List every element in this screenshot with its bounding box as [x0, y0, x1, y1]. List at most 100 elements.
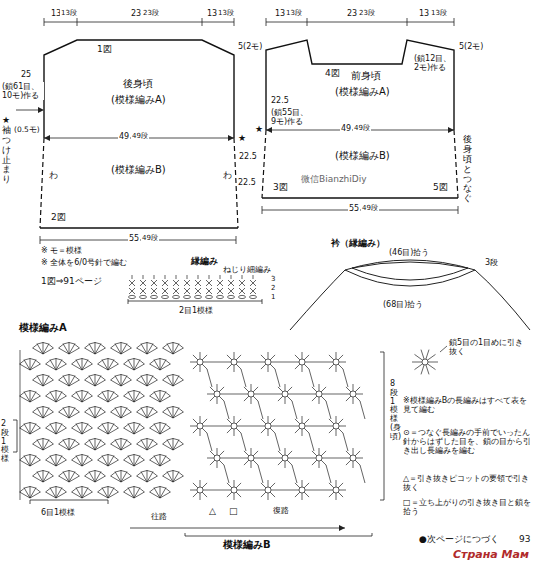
- chain-link: [241, 369, 246, 387]
- treble-stitch: [111, 348, 121, 354]
- treble-stitch: [30, 390, 31, 402]
- chain-link: [207, 433, 212, 451]
- treble-stitch: [193, 419, 198, 424]
- treble-stitch: [271, 362, 278, 363]
- dimension-label: 衿（縁編み）: [330, 238, 386, 248]
- treble-stitch: [46, 428, 56, 434]
- treble-stitch: [253, 396, 258, 401]
- treble-stitch: [82, 358, 83, 370]
- treble-stitch: [261, 364, 266, 369]
- treble-stitch: [134, 454, 135, 466]
- chain-stitch: [217, 295, 224, 298]
- treble-stitch: [108, 358, 109, 370]
- treble-stitch: [98, 428, 108, 434]
- treble-stitch: [287, 460, 292, 465]
- start-arrow: [16, 110, 40, 111]
- section-bracket: [185, 533, 372, 536]
- fan-arc: [163, 439, 184, 445]
- treble-stitch: [134, 392, 140, 402]
- treble-stitch: [305, 362, 312, 363]
- treble-stitch: [43, 406, 44, 418]
- treble-stitch: [33, 476, 43, 482]
- treble-stitch: [56, 454, 57, 466]
- single-crochet: [195, 288, 201, 294]
- treble-stitch: [46, 492, 56, 498]
- treble-stitch: [20, 396, 30, 402]
- twisted-single-crochet: [151, 280, 157, 286]
- fan-arc: [72, 423, 93, 429]
- fan-arc: [85, 375, 106, 381]
- fan-arc: [137, 471, 158, 477]
- dimension-label: ●次ページにつづく: [418, 534, 500, 544]
- fan-arc: [72, 359, 93, 365]
- chain-stitch: [162, 295, 169, 298]
- treble-stitch: [108, 392, 114, 402]
- treble-stitch: [30, 454, 31, 466]
- treble-stitch: [253, 387, 258, 392]
- treble-stitch: [160, 486, 161, 498]
- repeat-bracket: [30, 500, 108, 504]
- twisted-single-crochet: [129, 280, 135, 286]
- direction-tick: [187, 275, 188, 279]
- treble-stitch: [319, 397, 320, 404]
- treble-stitch: [234, 365, 235, 372]
- treble-stitch: [124, 428, 134, 434]
- chain-link: [329, 394, 343, 395]
- chain-stitch: [129, 295, 136, 298]
- treble-stitch: [121, 344, 127, 354]
- fan-arc: [137, 407, 158, 413]
- fan-arc: [59, 375, 80, 381]
- treble-stitch: [270, 419, 275, 424]
- back-neck: [352, 262, 468, 268]
- treble-stitch: [200, 416, 201, 423]
- treble-stitch: [33, 348, 43, 354]
- treble-stitch: [137, 476, 147, 482]
- treble-stitch: [85, 380, 95, 386]
- twisted-single-crochet: [250, 280, 256, 286]
- dimension-label: 13段: [430, 9, 448, 17]
- direction-tick: [253, 275, 254, 279]
- dimension-label: 2図: [50, 212, 67, 222]
- treble-stitch: [329, 364, 334, 369]
- treble-stitch: [353, 448, 354, 455]
- treble-stitch: [59, 444, 69, 450]
- chain-ring: [422, 359, 428, 365]
- treble-stitch: [202, 419, 207, 424]
- dimension-label: 49段: [141, 234, 159, 242]
- treble-stitch: [312, 396, 317, 401]
- treble-stitch: [30, 392, 36, 402]
- treble-stitch: [95, 344, 101, 354]
- dimension-label: 49段: [353, 124, 371, 132]
- treble-stitch: [236, 483, 241, 488]
- treble-stitch: [304, 492, 309, 497]
- treble-stitch: [124, 460, 134, 466]
- treble-stitch: [288, 394, 295, 395]
- single-crochet: [250, 288, 256, 294]
- treble-stitch: [356, 394, 363, 395]
- single-crochet: [184, 288, 190, 294]
- treble-stitch: [134, 390, 135, 402]
- treble-stitch: [160, 456, 166, 466]
- treble-stitch: [43, 440, 49, 450]
- fan-arc: [150, 487, 171, 493]
- treble-stitch: [124, 492, 134, 498]
- treble-stitch: [353, 397, 354, 404]
- treble-stitch: [251, 384, 252, 391]
- vertical-note: ★袖つけ止まり: [2, 116, 11, 185]
- treble-stitch: [207, 394, 214, 395]
- chain-link: [295, 394, 309, 395]
- treble-stitch: [147, 470, 148, 482]
- treble-stitch: [193, 492, 198, 497]
- treble-stitch: [95, 408, 101, 418]
- dimension-label: 5(2モ): [237, 42, 263, 51]
- treble-stitch: [236, 492, 241, 497]
- fan-arc: [150, 455, 171, 461]
- treble-stitch: [343, 458, 350, 459]
- shoulder-line: [475, 270, 530, 330]
- chain-link: [278, 426, 292, 427]
- treble-stitch: [219, 387, 224, 392]
- treble-stitch: [20, 460, 30, 466]
- treble-stitch: [98, 364, 108, 370]
- treble-stitch: [193, 364, 198, 369]
- treble-stitch: [309, 394, 316, 395]
